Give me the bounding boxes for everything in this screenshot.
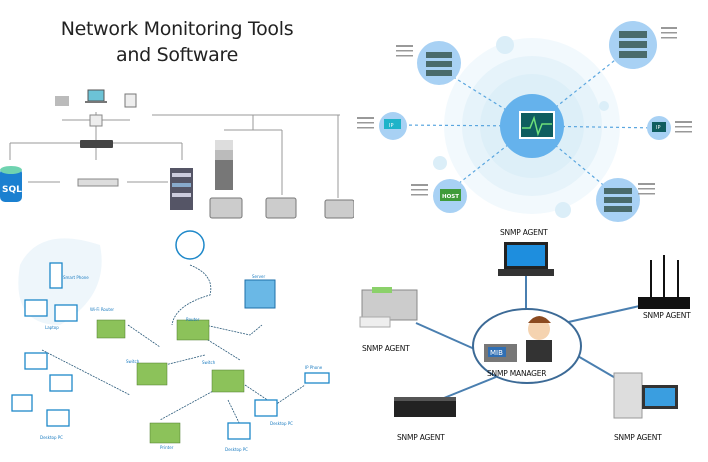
page-title: Network Monitoring Tools and Software [0,16,354,68]
server-1u-icon [77,178,119,187]
title-line-1: Network Monitoring Tools [60,18,294,40]
label-printer: Printer [160,445,174,450]
label-router: Router [186,317,200,322]
terminal-icon [124,93,137,108]
computer-icon [11,262,330,440]
snmp-diagram: MIB [359,242,690,419]
router-icon [96,319,245,444]
ip-label-right: IP [656,125,661,131]
router-icon [80,140,113,148]
manager-label: SNMP MANAGER [487,369,547,378]
title-line-2: and Software [116,44,238,66]
label-desktop-pc-1: Desktop PC [40,435,63,440]
network-switch-icon [394,397,456,417]
wifi-router-icon [638,255,690,309]
label-switch-2: Switch [202,360,216,365]
agent-label-printer: SNMP AGENT [362,344,410,353]
globe-icon [175,230,205,260]
isometric-diagram [11,230,330,444]
server-icon [244,279,276,309]
agent-label-router: SNMP AGENT [643,311,691,320]
text-lines-icon [357,27,692,196]
manager-person-icon [526,316,552,362]
isometric-network-panel: Wi-Fi Router Router Switch Switch Server… [0,225,354,462]
ip-label-left: IP [389,123,394,129]
agent-label-laptop: SNMP AGENT [500,228,548,237]
label-switch-1: Switch [126,359,140,364]
desktop-pc-icon [613,372,678,419]
storage-tower-icon [215,140,233,190]
label-server: Server [252,274,266,279]
label-desktop-pc-2: Desktop PC [225,447,248,452]
agent-label-desktop: SNMP AGENT [614,433,662,442]
manager-laptop-icon: MIB [484,344,517,362]
label-desktop-pc-3: Desktop PC [270,421,293,426]
monitoring-hub-panel: IP IP HOST [354,0,708,225]
gateway-icon [89,114,103,127]
label-smart-phone: Smart Phone [63,275,89,280]
users-icon [55,96,69,106]
host-label: HOST [442,194,459,200]
monitoring-tools-panel: Network Monitoring Tools and Software [0,0,354,225]
laptop-icon [498,242,554,276]
label-laptop: Laptop [45,325,59,330]
label-wifi-router: Wi-Fi Router [90,307,115,312]
printer-icon [359,287,418,328]
mib-label: MIB [490,349,503,357]
monitor-heartbeat-icon [519,111,555,139]
server-icon [209,197,354,219]
hub-diagram: IP IP HOST [357,21,692,222]
sql-label: SQL [2,185,22,195]
label-ip-phone: IP Phone [305,365,323,370]
snmp-panel: MIB SNMP AGENT SNMP AGENT SNMP AGENT SNM… [354,225,708,462]
laptop-icon [85,89,107,103]
topology-diagram: SQL [0,89,354,219]
agent-label-switch: SNMP AGENT [397,433,445,442]
sql-database-icon: SQL [0,166,22,202]
server-stack-icon [170,168,193,210]
